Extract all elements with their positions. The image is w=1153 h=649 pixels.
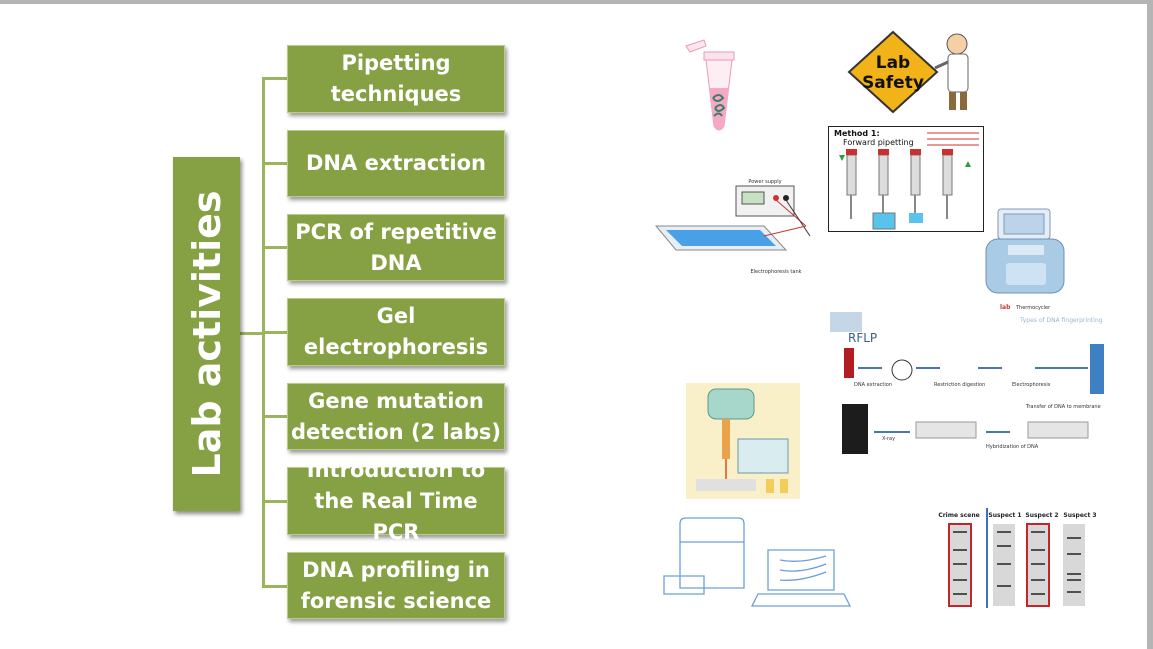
activity-node-real-time-pcr: Introduction to the Real Time PCR (287, 458, 505, 544)
tree-connector-branch (262, 162, 287, 165)
forward-pipetting-illustration: Method 1: Forward pipetting (834, 129, 979, 230)
electrophoresis-tank-label: Electrophoresis tank (750, 269, 801, 275)
root-node-lab-activities: Lab activities (173, 157, 240, 511)
activity-node-gel-electrophoresis: Gel electrophoresis (287, 298, 505, 366)
forensic-col-suspect-3: Suspect 3 (1063, 512, 1096, 519)
rflp-top-caption: Types of DNA fingerprinting (1019, 317, 1103, 324)
pipetting-microplate-illustration (686, 383, 800, 499)
rflp-diagram: Types of DNA fingerprinting RFLP DNA ext… (830, 312, 1104, 454)
root-node-label: Lab activities (184, 190, 229, 478)
lab-safety-line1: Lab (876, 53, 910, 73)
activity-label: DNA profiling in forensic science (300, 557, 492, 613)
rflp-step-xray: X-ray (882, 436, 895, 442)
real-time-pcr-machine-illustration (663, 517, 852, 607)
activity-label: DNA extraction (306, 151, 486, 175)
tree-connector-branch (262, 77, 287, 80)
forensic-col-suspect-1: Suspect 1 (988, 512, 1021, 519)
forward-pipetting-title-1: Method 1: (834, 129, 880, 138)
tree-connector-branch (262, 415, 287, 418)
thermocycler-brand-mark: lab (1000, 304, 1011, 311)
forward-pipetting-title-2: Forward pipetting (843, 138, 914, 147)
rflp-step-restriction: Restriction digestion (934, 382, 985, 388)
rflp-step-transfer: Transfer of DNA to membrane (1025, 404, 1101, 410)
activity-node-pcr: PCR of repetitive DNA (287, 214, 505, 281)
forensic-col-suspect-2: Suspect 2 (1025, 512, 1058, 519)
activity-label: Pipetting techniques (330, 51, 462, 106)
tree-connector-branch (262, 331, 287, 334)
activity-label: Gene mutation detection (2 labs) (291, 388, 501, 444)
power-supply-label: Power supply (748, 179, 781, 185)
activity-node-dna-extraction: DNA extraction (287, 130, 505, 197)
slide-top-border (0, 0, 1153, 4)
forensic-col-crime-scene: Crime scene (938, 512, 979, 519)
rflp-title: RFLP (848, 331, 877, 345)
tree-connector-branch (262, 246, 287, 249)
thermocycler-illustration: lab Thermocycler (985, 208, 1065, 311)
activity-node-gene-mutation: Gene mutation detection (2 labs) (287, 383, 505, 450)
thermocycler-brand-label: Thermocycler (1015, 305, 1051, 311)
rflp-step-dna-extraction: DNA extraction (854, 382, 892, 388)
rflp-step-electrophoresis: Electrophoresis (1012, 382, 1051, 388)
activity-node-pipetting: Pipetting techniques (287, 45, 505, 113)
electrophoresis-tank-illustration: Power supply Electrophoresis tank (654, 179, 811, 275)
slide-right-border (1147, 0, 1153, 649)
tree-connector-horizontal-root (240, 332, 265, 335)
lab-safety-sign-illustration: Lab Safety (847, 30, 969, 114)
activity-node-dna-profiling: DNA profiling in forensic science (287, 552, 505, 619)
activity-label: Introduction to the Real Time PCR (306, 457, 486, 544)
activity-label: Gel electrophoresis (303, 304, 489, 359)
forward-pipetting-panel: Method 1: Forward pipetting (828, 126, 984, 232)
rflp-step-hybridization: Hybridization of DNA (986, 444, 1039, 450)
lab-safety-line2: Safety (862, 73, 924, 93)
tree-connector-branch (262, 500, 287, 503)
forensic-dna-profile-illustration: Crime scene Suspect 1 Suspect 2 Suspect … (938, 508, 1097, 608)
microtube-illustration (685, 39, 735, 131)
activity-label: PCR of repetitive DNA (295, 219, 497, 275)
tree-connector-branch (262, 585, 287, 588)
